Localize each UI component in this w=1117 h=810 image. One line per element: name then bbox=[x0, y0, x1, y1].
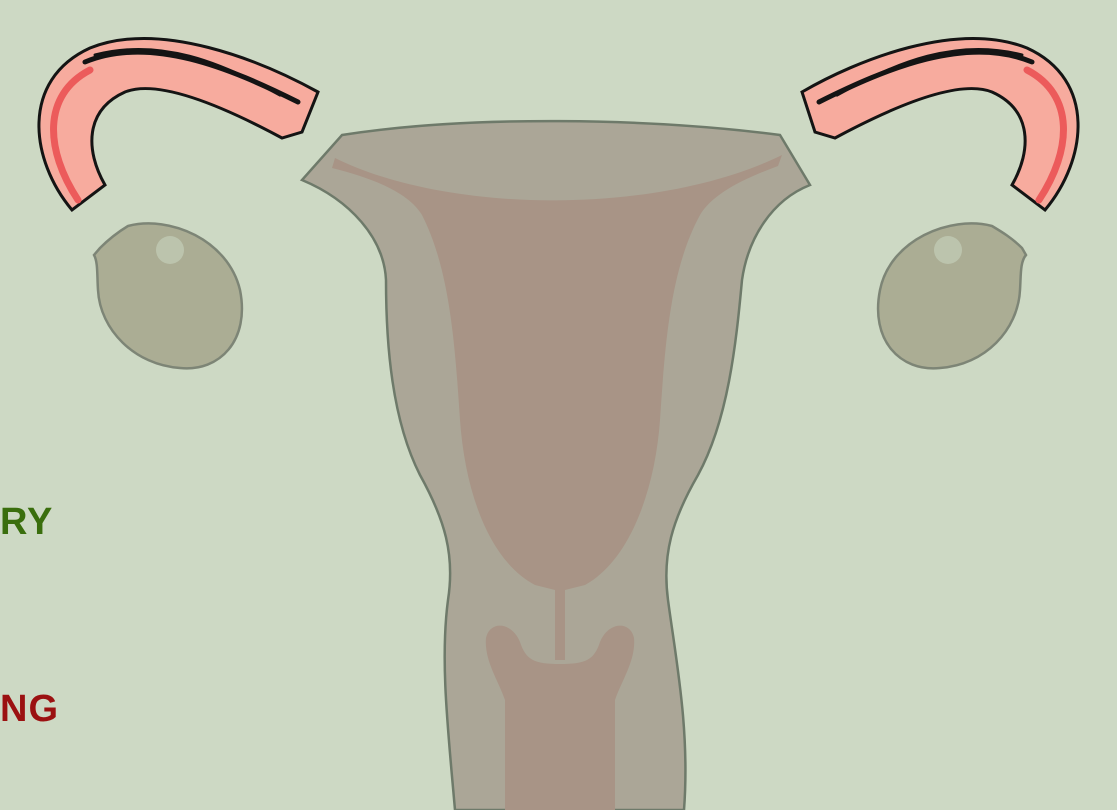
fallopian-tube-left bbox=[39, 39, 318, 210]
ovary-right bbox=[878, 223, 1026, 368]
fallopian-tube-right bbox=[802, 39, 1078, 210]
label-top-partial: RY bbox=[0, 503, 53, 541]
label-bottom-partial: NG bbox=[0, 690, 59, 728]
ovary-left bbox=[94, 223, 242, 368]
